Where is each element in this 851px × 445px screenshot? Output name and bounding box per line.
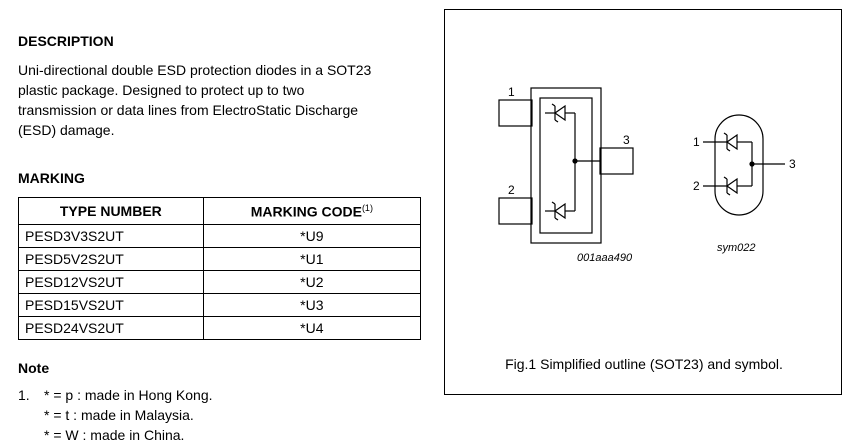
symbol-junction-dot (749, 161, 755, 167)
description-heading: DESCRIPTION (18, 33, 114, 49)
diode-2-icon (545, 161, 576, 221)
pin-1-lead (498, 99, 533, 127)
table-row: PESD3V3S2UT *U9 (18, 224, 422, 248)
symbol-pin-2-label: 2 (693, 179, 700, 193)
package-outline (530, 87, 602, 244)
type-cell: PESD24VS2UT (18, 316, 204, 340)
symbol-pin-3-label: 3 (789, 157, 796, 171)
figure-diagram: 1 2 3 1 2 3 001aaa490 sym022 (498, 85, 796, 264)
column-header-type-number: TYPE NUMBER (18, 197, 204, 225)
footnote-ref: (1) (361, 202, 373, 213)
description-line: Uni-directional double ESD protection di… (18, 62, 372, 78)
code-cell: *U3 (202, 293, 422, 317)
type-cell: PESD12VS2UT (18, 270, 204, 294)
description-line: plastic package. Designed to protect up … (18, 82, 305, 98)
figure-box: 1 2 3 1 2 3 001aaa490 sym022 Fig.1 Simpl… (444, 9, 842, 395)
symbol-diode-2-icon (703, 176, 752, 196)
code-cell: *U1 (202, 247, 422, 271)
marking-table: TYPE NUMBER MARKING CODE(1) PESD3V3S2UT … (18, 197, 422, 340)
pin-2-label: 2 (508, 183, 515, 197)
table-header-row: TYPE NUMBER MARKING CODE(1) (18, 197, 422, 225)
description-line: (ESD) damage. (18, 122, 115, 138)
table-row: PESD24VS2UT *U4 (18, 316, 422, 340)
type-cell: PESD3V3S2UT (18, 224, 204, 248)
pin-3-lead (599, 147, 634, 175)
symbol-code: sym022 (717, 242, 756, 254)
table-row: PESD12VS2UT *U2 (18, 270, 422, 294)
note-list: 1.* = p : made in Hong Kong. * = t : mad… (18, 385, 213, 445)
pin-1-label: 1 (508, 85, 515, 99)
description-line: transmission or data lines from ElectroS… (18, 102, 359, 118)
figure-caption: Fig.1 Simplified outline (SOT23) and sym… (505, 356, 783, 372)
pin-2-lead (498, 197, 533, 225)
note-number: 1. (18, 387, 30, 403)
junction-dot (572, 158, 578, 164)
code-cell: *U4 (202, 316, 422, 340)
column-header-marking-code: MARKING CODE(1) (202, 197, 422, 225)
note-item: * = W : made in China. (44, 427, 185, 443)
note-item: 1.* = p : made in Hong Kong. (18, 387, 213, 403)
code-cell: *U2 (202, 270, 422, 294)
note-item: * = t : made in Malaysia. (44, 407, 194, 423)
diode-1-icon (545, 103, 576, 161)
table-row: PESD5V2S2UT *U1 (18, 247, 422, 271)
type-cell: PESD15VS2UT (18, 293, 204, 317)
note-heading: Note (18, 360, 50, 376)
symbol-pin-1-label: 1 (693, 135, 700, 149)
pin-3-label: 3 (623, 133, 630, 147)
code-cell: *U9 (202, 224, 422, 248)
symbol-outline (714, 114, 764, 216)
description-text: Uni-directional double ESD protection di… (18, 60, 418, 140)
outline-code: 001aaa490 (577, 252, 633, 264)
type-cell: PESD5V2S2UT (18, 247, 204, 271)
symbol-diode-1-icon (703, 132, 753, 186)
table-row: PESD15VS2UT *U3 (18, 293, 422, 317)
package-inner-outline (539, 97, 593, 234)
marking-heading: MARKING (18, 170, 85, 186)
